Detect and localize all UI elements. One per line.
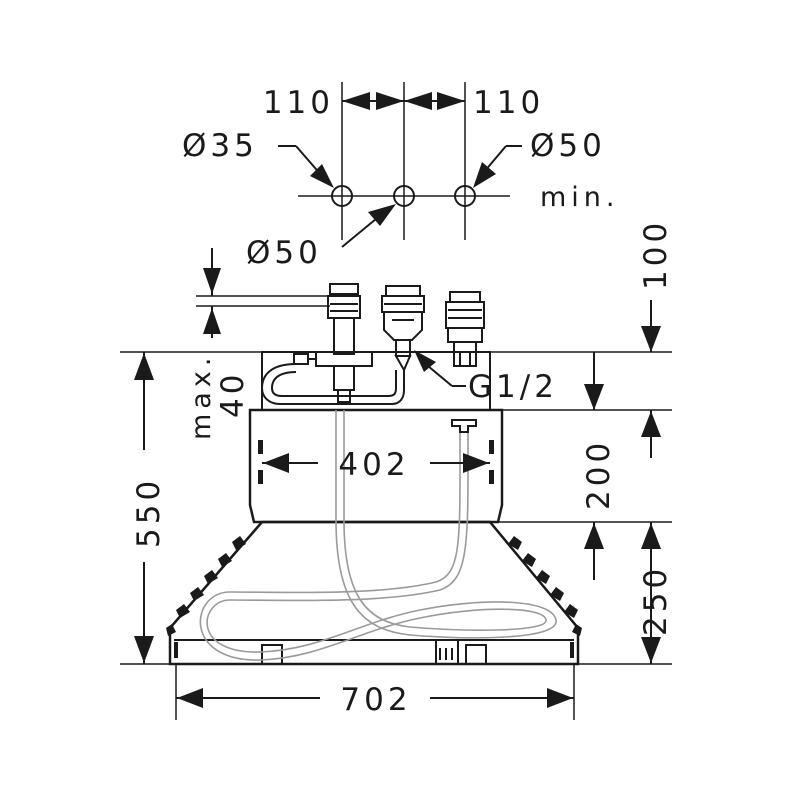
hole-left-diameter: Ø35	[182, 128, 258, 164]
width-dimensions: 402 702	[175, 447, 575, 720]
max-label: max.	[186, 353, 217, 440]
hole-layout: 110 110 Ø35 Ø50 min. Ø50	[182, 82, 620, 271]
min-label: min.	[540, 182, 620, 213]
total-height-label: 550	[131, 477, 167, 548]
hose	[199, 410, 557, 661]
fittings	[260, 283, 485, 405]
thread-label: G1/2	[468, 369, 558, 405]
hole-right	[454, 185, 476, 207]
hole-left	[331, 185, 353, 207]
shower-body	[166, 351, 582, 666]
spacing-right-label: 110	[473, 85, 544, 121]
body-height-label: 200	[581, 439, 617, 510]
base-width-label: 702	[340, 682, 411, 718]
hole-right-diameter: Ø50	[530, 128, 606, 164]
max-value: 40	[215, 371, 251, 418]
thread-callout: G1/2	[414, 350, 558, 405]
right-dimensions: 100 200 250	[490, 219, 674, 665]
skirt-height-label: 250	[638, 565, 674, 636]
clearance-top-label: 100	[638, 219, 674, 290]
left-dimensions: max. 40 550	[120, 248, 330, 665]
upper-width-label: 402	[338, 447, 409, 483]
hole-center-diameter: Ø50	[246, 235, 322, 271]
spacing-left-label: 110	[263, 85, 334, 121]
hole-center	[393, 185, 415, 207]
